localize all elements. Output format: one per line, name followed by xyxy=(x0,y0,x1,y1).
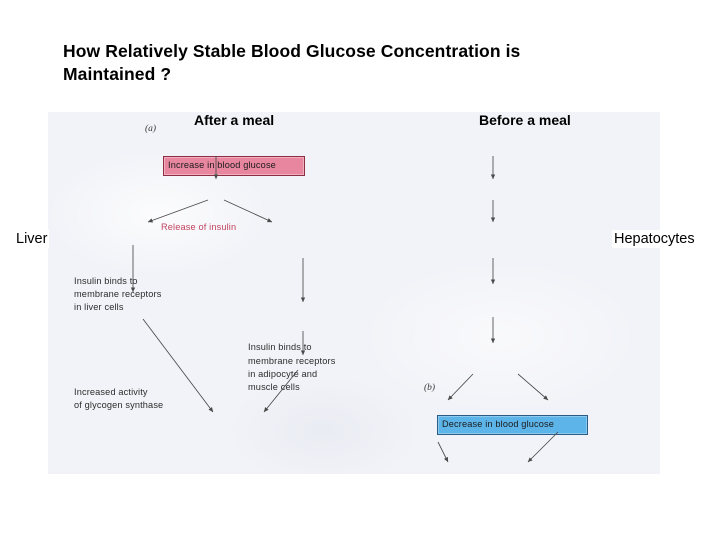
annotation-liver: Liver xyxy=(14,230,50,248)
annotation-before-a-meal: Before a meal xyxy=(479,112,571,128)
panel-a-letter: (a) xyxy=(145,124,157,134)
panel-a-top-box: Increase in blood glucose xyxy=(163,156,305,177)
page-title-line-1: How Relatively Stable Blood Glucose Conc… xyxy=(63,41,521,61)
arrow-b-inhibition-to-degradation xyxy=(527,431,559,463)
annotation-after-a-meal: After a meal xyxy=(194,112,275,128)
panel-b-letter: (b) xyxy=(424,382,436,393)
panel-a-hormone-label: Release of insulin xyxy=(161,222,237,233)
panel-a-left-step-1: Insulin binds to membrane receptors in l… xyxy=(74,275,162,313)
page-title: How Relatively Stable Blood Glucose Conc… xyxy=(63,40,673,87)
panel-b-top-box: Decrease in blood glucose xyxy=(437,414,588,436)
diagram-figure: (a) Increase in blood glucose Release of… xyxy=(48,112,660,474)
arrow-a-insulin-to-liver xyxy=(147,199,209,223)
arrow-a-insulin-to-muscle xyxy=(223,199,273,223)
annotation-hepatocytes: Hepatocytes xyxy=(612,230,697,248)
panel-a-right-step-1: Insulin binds to membrane receptors in a… xyxy=(248,342,336,393)
page-title-line-2: Maintained ? xyxy=(63,64,172,85)
arrow-b-phosphorylase-to-degradation xyxy=(437,441,449,463)
